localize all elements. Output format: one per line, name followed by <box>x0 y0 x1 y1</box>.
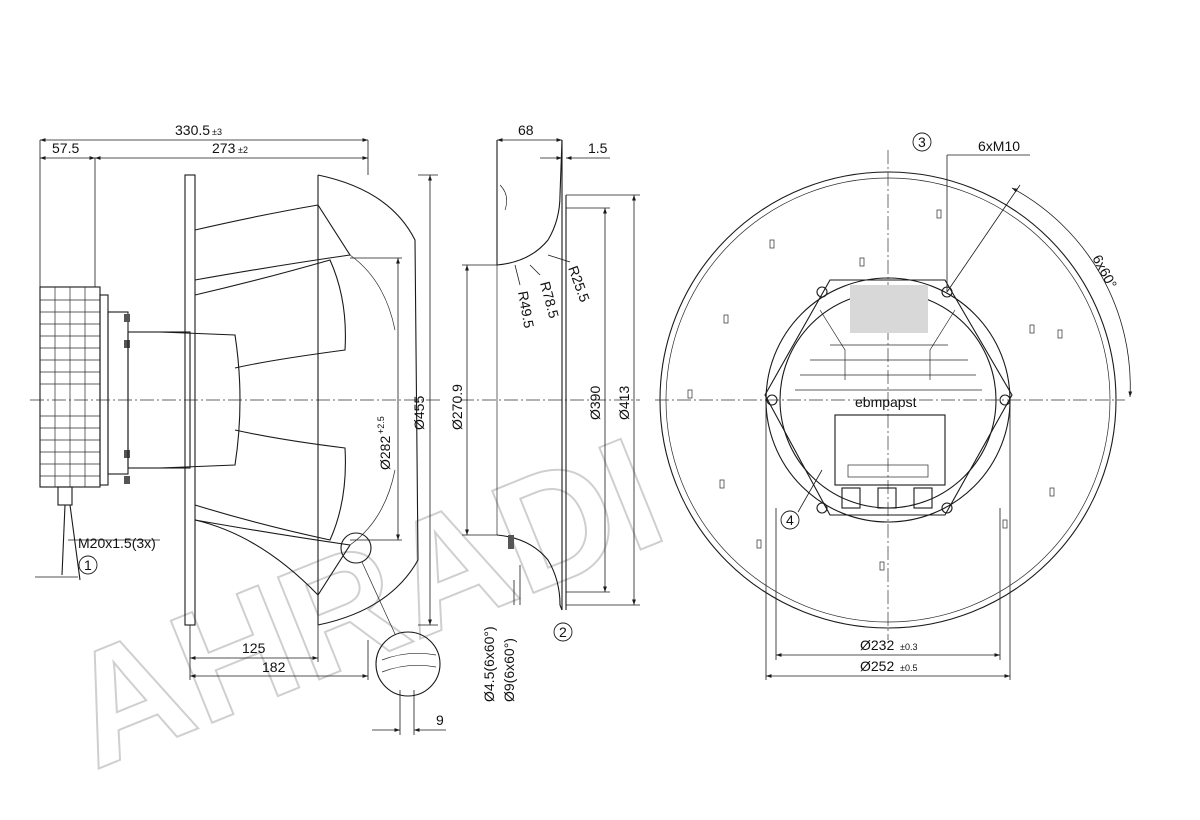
overall-length-label: 330.5 <box>175 122 210 138</box>
hub <box>159 331 241 469</box>
brand-label: ebmpapst <box>855 394 917 410</box>
motor-plate <box>107 311 129 475</box>
pcd-inner-label: Ø232 <box>860 637 894 653</box>
cable-gland-label: M20x1.5(3x) <box>78 535 156 551</box>
svg-text:3: 3 <box>918 134 926 150</box>
front-fins <box>795 285 982 391</box>
front-view: ebmpapst 6xM10 3 6x60° 4 <box>655 132 1133 680</box>
impeller-blades <box>194 174 419 626</box>
pcd-outer-label: Ø252 <box>860 658 894 674</box>
motor-offset-label: 57.5 <box>52 140 79 156</box>
ring-profile-bottom <box>496 534 563 611</box>
callout-4: 4 <box>780 510 800 530</box>
hole-large-label: Ø9(6x60°) <box>501 638 517 702</box>
length-label: 273 <box>212 140 236 156</box>
detail-circle-small <box>340 532 372 564</box>
inlet-diameter-label: Ø282 <box>377 436 393 470</box>
ring-diameter-label: Ø390 <box>587 386 603 420</box>
radius-r3-label: R49.5 <box>515 290 537 330</box>
inlet-diameter-tol: +2.5 <box>376 416 386 434</box>
pcd-outer-tol: ±0.5 <box>900 663 917 673</box>
length-tol: ±2 <box>238 145 248 155</box>
ring-lip-label: 1.5 <box>588 140 608 156</box>
blade-gap-label: 9 <box>436 712 444 728</box>
detail-circle-large <box>375 631 441 697</box>
motor-bolts <box>124 314 130 484</box>
motor-flange-front <box>764 279 1013 516</box>
angle-arc <box>1011 187 1133 398</box>
label-plate <box>847 464 929 478</box>
connectors <box>841 487 933 509</box>
svg-text:2: 2 <box>559 624 567 640</box>
motor-flange <box>99 294 109 486</box>
overall-length-tol: ±3 <box>212 127 222 137</box>
watermark: AHRADI <box>40 401 686 802</box>
callout-1: 1 <box>78 555 98 575</box>
svg-text:1: 1 <box>84 557 92 573</box>
rotor <box>127 331 191 469</box>
callout-2: 2 <box>553 622 573 642</box>
hole-small-label: Ø4.5(6x60°) <box>481 626 497 702</box>
radius-r2-label: R78.5 <box>537 280 562 320</box>
svg-text:4: 4 <box>786 512 794 528</box>
impeller-width-a-label: 125 <box>242 640 266 656</box>
side-view: 330.5 ±3 57.5 273 ±2 Ø282 +2.5 Ø455 125 … <box>30 122 446 735</box>
flange-diameter-label: Ø413 <box>616 386 632 420</box>
ring-screw <box>508 535 514 549</box>
heatsink-fins <box>40 287 100 487</box>
ring-profile-top <box>496 139 563 266</box>
impeller-width-b-label: 182 <box>262 659 286 675</box>
throat-diameter-label: Ø270.9 <box>449 384 465 430</box>
cable <box>61 504 66 576</box>
pcd-inner-tol: ±0.3 <box>900 642 917 652</box>
callout-3: 3 <box>912 132 932 152</box>
angle-label: 6x60° <box>1089 252 1120 291</box>
radius-r1-label: R25.5 <box>565 264 593 305</box>
watermark-text: AHRADI <box>41 402 685 801</box>
ring-depth-label: 68 <box>518 122 534 138</box>
electronics-box <box>834 414 946 486</box>
outer-diameter-label: Ø455 <box>411 396 427 430</box>
thread-label: 6xM10 <box>978 138 1020 154</box>
cable-gland <box>57 486 73 506</box>
